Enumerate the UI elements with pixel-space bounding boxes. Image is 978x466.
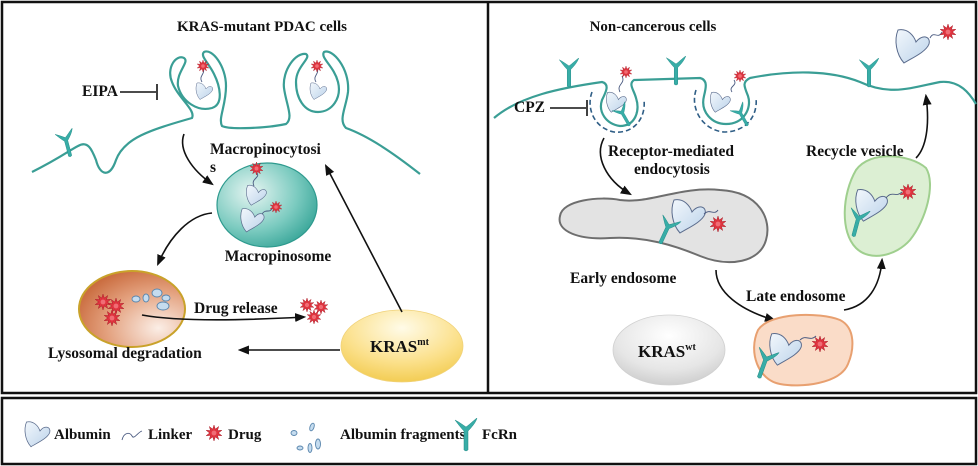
linker-icon <box>929 31 943 39</box>
macropinosome-label: Macropinosome <box>225 248 332 265</box>
left-panel-title: KRAS-mutant PDAC cells <box>177 19 347 35</box>
linker-icon <box>799 335 817 341</box>
drug-icon <box>734 70 746 82</box>
to-late-endosome-arrow <box>715 269 777 322</box>
clathrin-coat <box>693 89 757 133</box>
internalization-arrow <box>181 133 214 186</box>
cell-membrane <box>493 71 977 128</box>
albumin-fragments-icon <box>290 422 321 453</box>
kras-mt-node <box>340 309 464 383</box>
legend: Albumin Linker Drug Albumin fragments Fc… <box>24 418 518 453</box>
albumin-icon <box>195 82 213 100</box>
kras-wt-node <box>612 314 726 386</box>
lysosomal-degradation-label: Lysosomal degradation <box>48 345 202 362</box>
kras-to-macropinocytosis-arrow <box>324 164 403 313</box>
fcrn-icon <box>54 127 80 160</box>
linker-icon <box>730 79 736 93</box>
macropinosome <box>216 162 318 248</box>
late-endosome <box>753 313 854 387</box>
legend-label: Albumin <box>54 427 111 443</box>
linker-icon <box>261 207 273 215</box>
legend-item-albumin-fragments: Albumin fragments <box>290 422 466 453</box>
lysosome <box>78 270 186 348</box>
drug-icon <box>314 300 328 314</box>
legend-label: Albumin fragments <box>340 427 466 443</box>
to-recycle-vesicle-arrow <box>843 257 886 311</box>
kras-wt-label: KRASwt <box>638 342 696 361</box>
cpz-label: CPZ <box>514 99 545 116</box>
albumin-fragments-icon <box>131 288 171 311</box>
drug-icon <box>206 424 222 442</box>
rme-label-line2: endocytosis <box>634 161 710 178</box>
early-endosome <box>558 188 769 263</box>
recycle-vesicle <box>843 155 931 257</box>
kras-mt-label: KRASmt <box>370 337 430 356</box>
legend-label: Drug <box>228 427 262 443</box>
to-membrane-arrow <box>915 93 932 159</box>
drug-icon <box>940 24 956 40</box>
legend-item-linker: Linker <box>121 427 193 443</box>
legend-item-albumin: Albumin <box>24 421 111 448</box>
drug-release-label: Drug release <box>194 300 278 317</box>
rme-label: Receptor-mediated <box>608 143 734 160</box>
fcrn-icon <box>729 101 755 130</box>
linker-icon <box>121 430 143 441</box>
legend-label: Linker <box>148 427 193 443</box>
left-panel: KRAS-mutant PDAC cells EIPA Macropinocyt… <box>31 19 464 383</box>
cell-membrane <box>31 50 421 175</box>
endocytosis-arrow <box>599 137 632 196</box>
drug-icon <box>311 60 323 72</box>
albumin-icon <box>24 421 51 448</box>
macropinocytosis-label: Macropinocytosi <box>210 141 321 158</box>
albumin-icon <box>309 82 327 100</box>
legend-item-fcrn: FcRn <box>454 418 518 452</box>
linker-icon <box>885 191 903 199</box>
albumin-icon <box>710 91 731 113</box>
legend-label: FcRn <box>482 427 518 443</box>
fcrn-icon <box>559 58 579 88</box>
albumin-icon <box>895 29 930 64</box>
late-endosome-label: Late endosome <box>746 288 846 305</box>
fcrn-icon <box>666 56 686 86</box>
legend-item-drug: Drug <box>206 424 262 443</box>
early-endosome-label: Early endosome <box>570 270 676 287</box>
clathrin-coat <box>589 91 645 133</box>
to-lysosome-arrow <box>157 212 213 267</box>
legend-frame <box>0 396 978 466</box>
linker-icon <box>703 209 719 215</box>
drug-icon <box>307 310 321 324</box>
recycle-vesicle-label: Recycle vesicle <box>806 143 904 160</box>
linker-icon <box>618 75 624 93</box>
eipa-label: EIPA <box>82 83 119 100</box>
right-panel: Non-cancerous cells CPZ Receptor-mediate… <box>493 19 977 387</box>
drug-icon <box>300 298 314 312</box>
right-panel-title: Non-cancerous cells <box>590 19 717 35</box>
drug-release-arrow <box>141 313 307 322</box>
macropinocytosis-label-wrap: s <box>210 159 216 176</box>
